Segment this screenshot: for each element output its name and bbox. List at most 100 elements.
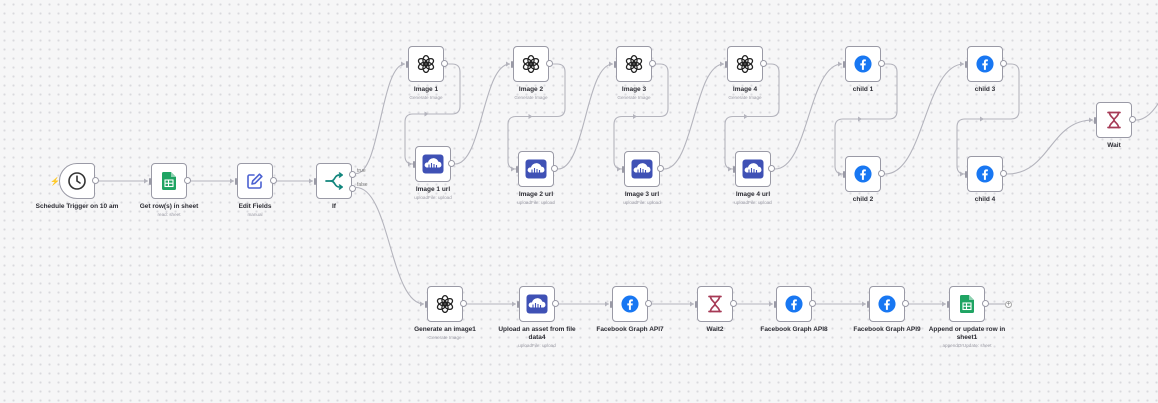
- node-subtitle: Generate Image: [617, 95, 651, 101]
- input-port[interactable]: [965, 171, 967, 178]
- node-child4[interactable]: [965, 156, 1007, 192]
- node-fb9[interactable]: [867, 286, 909, 322]
- input-port[interactable]: [725, 61, 727, 68]
- input-port[interactable]: [947, 301, 949, 308]
- node-wait2[interactable]: [695, 286, 737, 322]
- clock-icon: [67, 171, 87, 191]
- node-upload[interactable]: [517, 286, 559, 322]
- node-label: Schedule Trigger on 10 am: [35, 203, 119, 210]
- add-node-button[interactable]: +: [1005, 300, 1012, 308]
- branch-icon: [324, 172, 344, 190]
- node-child2[interactable]: [843, 156, 885, 192]
- output-port[interactable]: [1129, 116, 1136, 123]
- node-image3[interactable]: [614, 46, 656, 82]
- node-fb8[interactable]: [774, 286, 816, 322]
- output-port[interactable]: [441, 60, 448, 67]
- input-port[interactable]: [425, 301, 427, 308]
- output-port[interactable]: [645, 300, 652, 307]
- facebook-icon: [621, 295, 639, 313]
- node-child3[interactable]: [965, 46, 1007, 82]
- output-port[interactable]: [1000, 170, 1007, 177]
- node-label: child 2: [852, 196, 874, 203]
- output-port[interactable]: [184, 177, 191, 184]
- node-subtitle: uploadFile: upload: [623, 200, 661, 206]
- input-port[interactable]: [965, 61, 967, 68]
- output-port[interactable]: [270, 177, 277, 184]
- output-port[interactable]: [552, 300, 559, 307]
- node-label: Image 2 url: [518, 191, 554, 198]
- output-port[interactable]: [546, 60, 553, 67]
- node-label: Get row(s) in sheet: [139, 203, 199, 210]
- facebook-icon: [878, 295, 896, 313]
- input-port[interactable]: [843, 61, 845, 68]
- arrow-icon: [838, 61, 842, 67]
- node-sheet[interactable]: [149, 163, 191, 199]
- output-port[interactable]: [730, 300, 737, 307]
- input-port[interactable]: [614, 61, 616, 68]
- node-image3url[interactable]: [622, 151, 664, 187]
- output-port[interactable]: [460, 300, 467, 307]
- node-fb7[interactable]: [610, 286, 652, 322]
- output-port[interactable]: [982, 300, 989, 307]
- input-port[interactable]: [610, 301, 612, 308]
- input-port[interactable]: [733, 166, 735, 173]
- input-port[interactable]: [774, 301, 776, 308]
- node-label: Wait: [1107, 142, 1121, 149]
- arrow-icon: [690, 301, 694, 307]
- cloud-upload-icon: [422, 154, 444, 174]
- arrow-icon: [838, 171, 842, 177]
- openai-icon: [736, 55, 754, 73]
- output-port[interactable]: [768, 165, 775, 172]
- input-port[interactable]: [149, 178, 151, 185]
- node-image2[interactable]: [511, 46, 553, 82]
- output-port[interactable]: [92, 177, 99, 184]
- output-port[interactable]: [1000, 60, 1007, 67]
- node-label: If: [332, 203, 336, 210]
- node-image2url[interactable]: [516, 151, 558, 187]
- input-port[interactable]: [516, 166, 518, 173]
- output-port[interactable]: [551, 165, 558, 172]
- node-child1[interactable]: [843, 46, 885, 82]
- google-sheets-icon: [162, 172, 176, 190]
- node-image1[interactable]: [406, 46, 448, 82]
- node-image4url[interactable]: [733, 151, 775, 187]
- node-label: child 4: [974, 196, 996, 203]
- input-port[interactable]: [843, 171, 845, 178]
- input-port[interactable]: [406, 61, 408, 68]
- node-edit[interactable]: [235, 163, 277, 199]
- node-genimg[interactable]: [425, 286, 467, 322]
- lightning-icon: ⚡: [50, 177, 60, 186]
- arrow-icon: [424, 111, 429, 117]
- false-output-port[interactable]: [349, 185, 356, 192]
- output-port[interactable]: [902, 300, 909, 307]
- input-port[interactable]: [314, 178, 316, 185]
- input-port[interactable]: [1094, 117, 1096, 124]
- node-trigger[interactable]: ⚡: [50, 163, 99, 199]
- input-port[interactable]: [511, 61, 513, 68]
- input-port[interactable]: [413, 161, 415, 168]
- node-if[interactable]: [314, 163, 356, 199]
- output-port[interactable]: [649, 60, 656, 67]
- node-image1url[interactable]: [413, 146, 455, 182]
- input-port[interactable]: [622, 166, 624, 173]
- output-port[interactable]: [760, 60, 767, 67]
- node-append[interactable]: [947, 286, 989, 322]
- true-output-port[interactable]: [349, 171, 356, 178]
- node-label: Image 1 url: [415, 186, 451, 193]
- arrow-icon: [1089, 117, 1093, 123]
- output-port[interactable]: [448, 160, 455, 167]
- node-wait[interactable]: [1094, 102, 1136, 138]
- arrow-icon: [862, 301, 866, 307]
- output-port[interactable]: [878, 60, 885, 67]
- input-port[interactable]: [695, 301, 697, 308]
- input-port[interactable]: [517, 301, 519, 308]
- input-port[interactable]: [235, 178, 237, 185]
- output-port[interactable]: [657, 165, 664, 172]
- output-port[interactable]: [878, 170, 885, 177]
- output-port[interactable]: [809, 300, 816, 307]
- arrow-icon: [617, 166, 621, 172]
- connection-image4url-child1: [774, 63, 843, 170]
- node-image4[interactable]: [725, 46, 767, 82]
- input-port[interactable]: [867, 301, 869, 308]
- node-subtitle: read: sheet: [157, 212, 181, 218]
